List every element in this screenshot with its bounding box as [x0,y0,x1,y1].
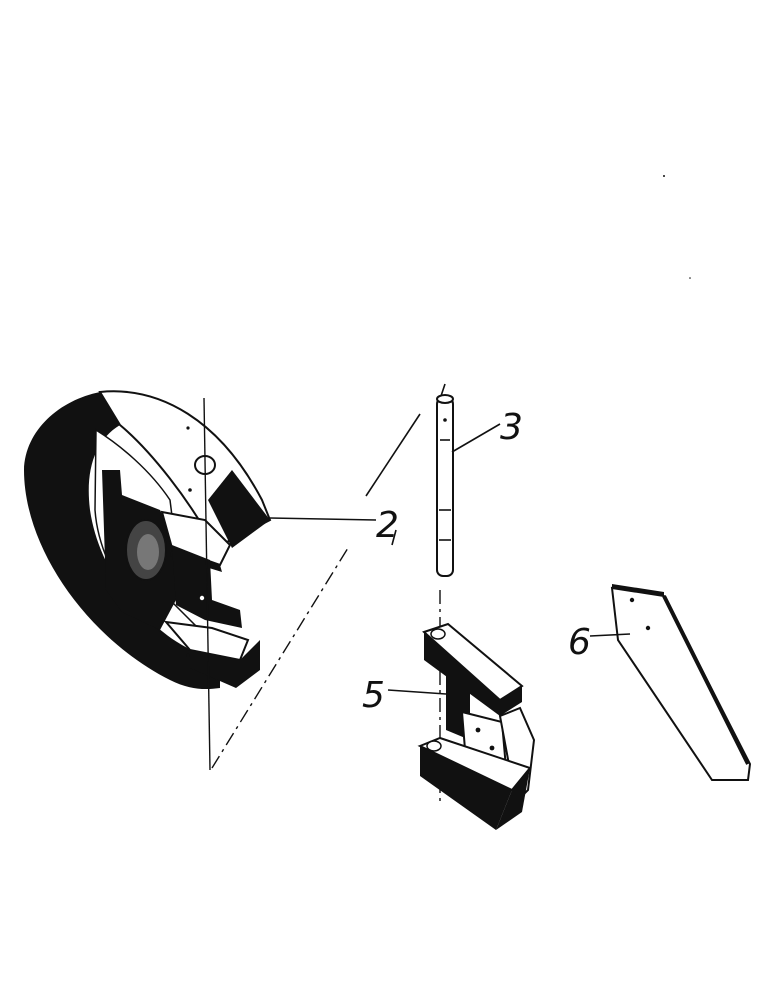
part-3-top-tick [440,383,446,397]
leader-part-6 [589,633,631,637]
part-2-diagonal-line-upper [365,413,421,497]
leader-part-3 [451,423,501,453]
callout-number-2: 2 [376,505,399,546]
callout-number-5: 5 [362,675,385,716]
callout-number-6: 6 [568,622,591,663]
leader-part-2 [269,517,377,521]
speck [689,277,691,279]
part-5-hinge-bracket [417,622,536,830]
part-6-flat-bar [610,584,752,781]
leader-part-2-tick [391,529,397,546]
callout-number-3: 3 [500,407,523,448]
part-2-axis-line [203,397,211,771]
part-3-pin [436,394,454,577]
speck [663,175,665,177]
part-2-curved-block [24,390,272,690]
leader-part-5 [387,689,447,695]
part-2-diagonal-line-lower [211,547,349,769]
